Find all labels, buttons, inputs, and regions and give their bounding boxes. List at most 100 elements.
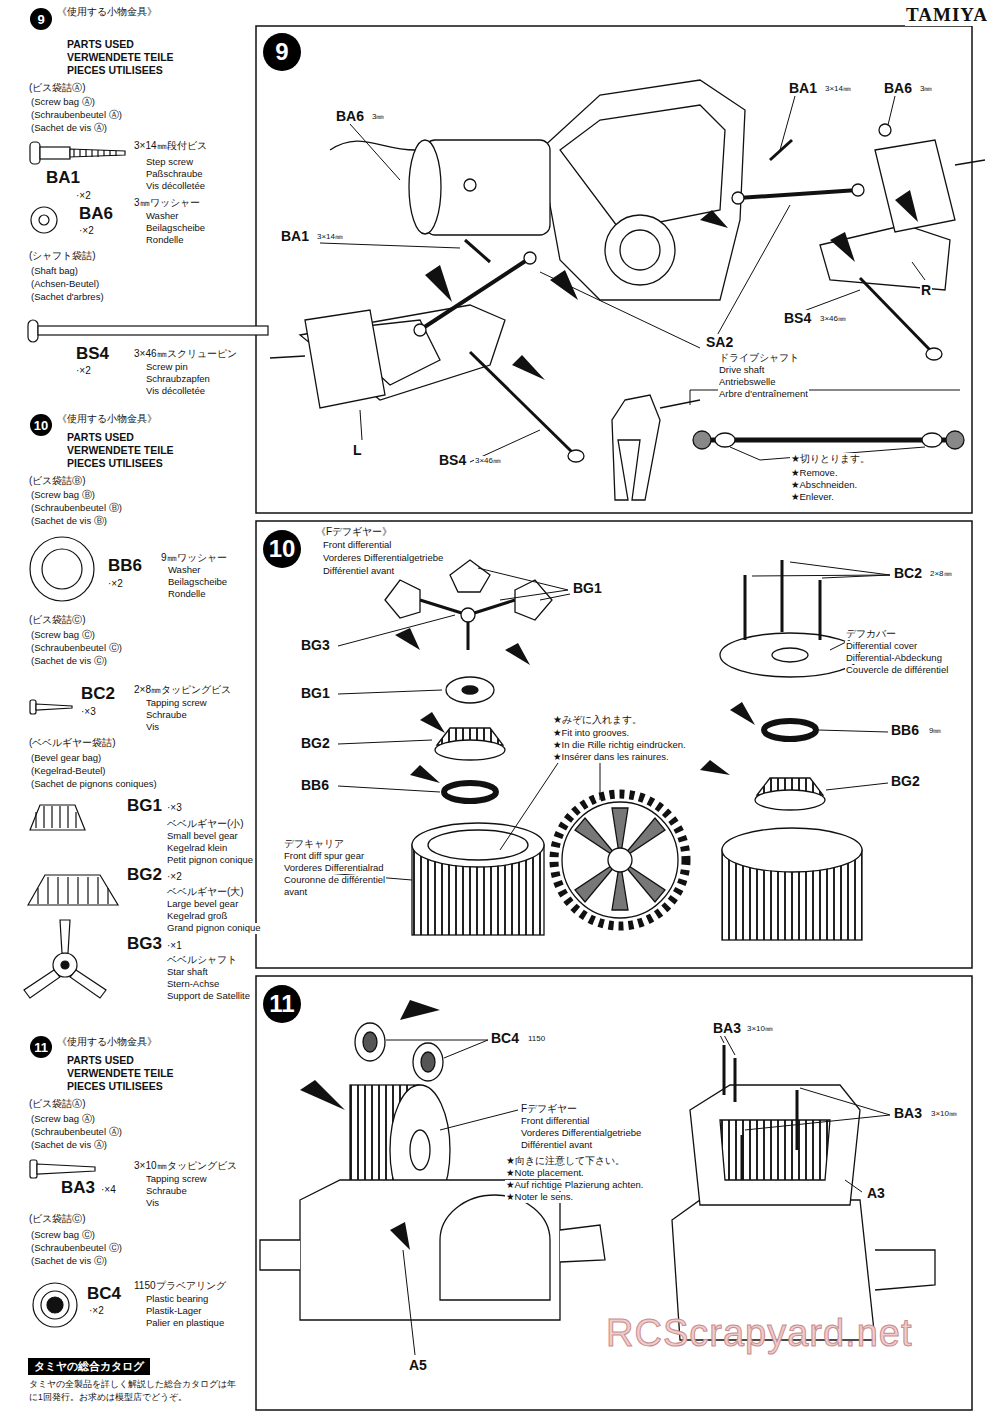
part-code: BC2 [80, 684, 116, 704]
bevel-gear-small [30, 805, 85, 830]
heading-text: VERWENDETE TEILE [66, 51, 175, 63]
japanese-text: 2×8㎜タッピングビス [133, 684, 232, 696]
description-text: ★Abschneiden. [790, 480, 858, 491]
description-text: Différentiel avant [322, 566, 395, 577]
cutting-pliers [612, 395, 660, 500]
description-text: (Screw bag Ⓑ) [30, 490, 96, 501]
description-text: Schraubzapfen [145, 374, 211, 385]
quantity: ·×2 [166, 871, 183, 883]
washer-hole [39, 215, 49, 225]
description-text: Step screw [145, 157, 194, 168]
heading-text: PIECES UTILISEES [66, 64, 164, 76]
screw [724, 1045, 797, 1180]
description-text: (Sachet de vis Ⓐ) [30, 123, 108, 134]
gear-base [755, 790, 825, 810]
star-arms [24, 920, 106, 998]
dimension: 3㎜ [371, 112, 385, 121]
dimension: 1150 [527, 1034, 546, 1043]
quantity: ·×2 [75, 190, 92, 202]
description-text: Antriebswelle [718, 377, 777, 388]
japanese-text: 3×14㎜段付ビス [133, 140, 208, 152]
callout-label: BA3 [712, 1020, 742, 1036]
node-text: 10 [34, 419, 48, 432]
description-text: Vorderes Differentialgetriebe [322, 553, 444, 564]
bevel-gear-small [450, 560, 490, 592]
callout-label: BG2 [890, 773, 921, 789]
japanese-text: (シャフト袋詰) [28, 250, 97, 262]
japanese-text: 《使用する小物金具》 [56, 1036, 158, 1048]
washer-hole [42, 549, 82, 589]
axle-stub [955, 160, 985, 165]
part-code: BC4 [86, 1284, 122, 1304]
description-text: (Schraubenbeutel Ⓐ) [30, 110, 123, 121]
japanese-text: (ビス袋詰Ⓒ) [28, 1213, 87, 1225]
description-text: Kegelrad groß [166, 911, 228, 922]
step-panel [256, 521, 972, 968]
screw-thread [37, 1164, 95, 1174]
description-text: Couronne de différentiel [283, 875, 386, 886]
leader-line [290, 562, 890, 880]
quantity: ·×1 [166, 940, 183, 952]
bevel-gear-large [28, 875, 118, 905]
callout-label: SA2 [705, 334, 734, 350]
dogbone-bulge [715, 433, 735, 447]
part-code: BS4 [75, 344, 110, 364]
screw-head [30, 142, 40, 164]
quantity: ·×2 [75, 365, 92, 377]
description-text: Screw pin [145, 362, 189, 373]
spur-gear-front [554, 794, 686, 926]
step-number: 9 [263, 33, 301, 71]
description-text: Vorderes Differentialrad [283, 863, 385, 874]
star-hole [61, 961, 69, 969]
callout-label: BC4 [490, 1030, 520, 1046]
diff-cover [720, 633, 860, 677]
quantity: ·×2 [107, 578, 124, 590]
node-text: 11 [34, 1041, 48, 1054]
grease-arrow [425, 190, 918, 380]
part-code: BA1 [45, 168, 81, 188]
node-text: タミヤの総合カタログ [34, 1361, 144, 1372]
pin-shaft [38, 326, 268, 335]
gear-hole [462, 686, 478, 694]
dimension: 3×46㎜ [474, 456, 502, 465]
japanese-text: ベベルシャフト [166, 954, 238, 966]
japanese-text: ★切りとります。 [790, 453, 871, 465]
washer [30, 537, 94, 601]
description-text: Schraube [145, 710, 188, 721]
dimension: 3×14㎜ [316, 232, 344, 241]
screw-head [30, 1160, 37, 1178]
pin-head [568, 450, 584, 462]
description-text: Vis [145, 722, 160, 733]
description-text: (Sachet de pignons coniques) [30, 779, 158, 790]
description-text: ★Fit into grooves. [552, 728, 630, 739]
quantity: ·×3 [80, 706, 97, 718]
description-text: Small bevel gear [166, 831, 239, 842]
dimension: 3×46㎜ [819, 314, 847, 323]
gearbox [540, 80, 745, 300]
description-text: (Sachet d'arbres) [30, 292, 105, 303]
gear-base [435, 740, 505, 760]
callout-label: A3 [866, 1185, 886, 1201]
suspension-arm-right [820, 225, 950, 290]
description-text: Palier en plastique [145, 1318, 225, 1329]
leader-line [320, 96, 925, 462]
description-text: (Screw bag Ⓒ) [30, 630, 96, 641]
description-text: Vis [145, 1198, 160, 1209]
description-text: (Sachet de vis Ⓐ) [30, 1140, 108, 1151]
grease-arrow [395, 628, 755, 783]
gearbox-top [560, 105, 725, 230]
bevel-gear-small [385, 580, 420, 618]
description-text: (Kegelrad-Beutel) [30, 766, 106, 777]
description-text: Couvercle de différentiel [845, 665, 949, 676]
drive-shaft [738, 190, 858, 198]
callout-label: BA1 [788, 80, 818, 96]
axle-stub [270, 356, 305, 358]
japanese-text: (ビス袋詰Ⓐ) [28, 82, 87, 94]
description-text: (Sachet de vis Ⓑ) [30, 516, 108, 527]
screw-step [40, 147, 70, 159]
heading-text: PIECES UTILISEES [66, 457, 164, 469]
description-text: Tapping screw [145, 698, 208, 709]
description-text: avant [283, 887, 308, 898]
washer [31, 207, 57, 233]
spur-gear-rim [562, 802, 678, 918]
